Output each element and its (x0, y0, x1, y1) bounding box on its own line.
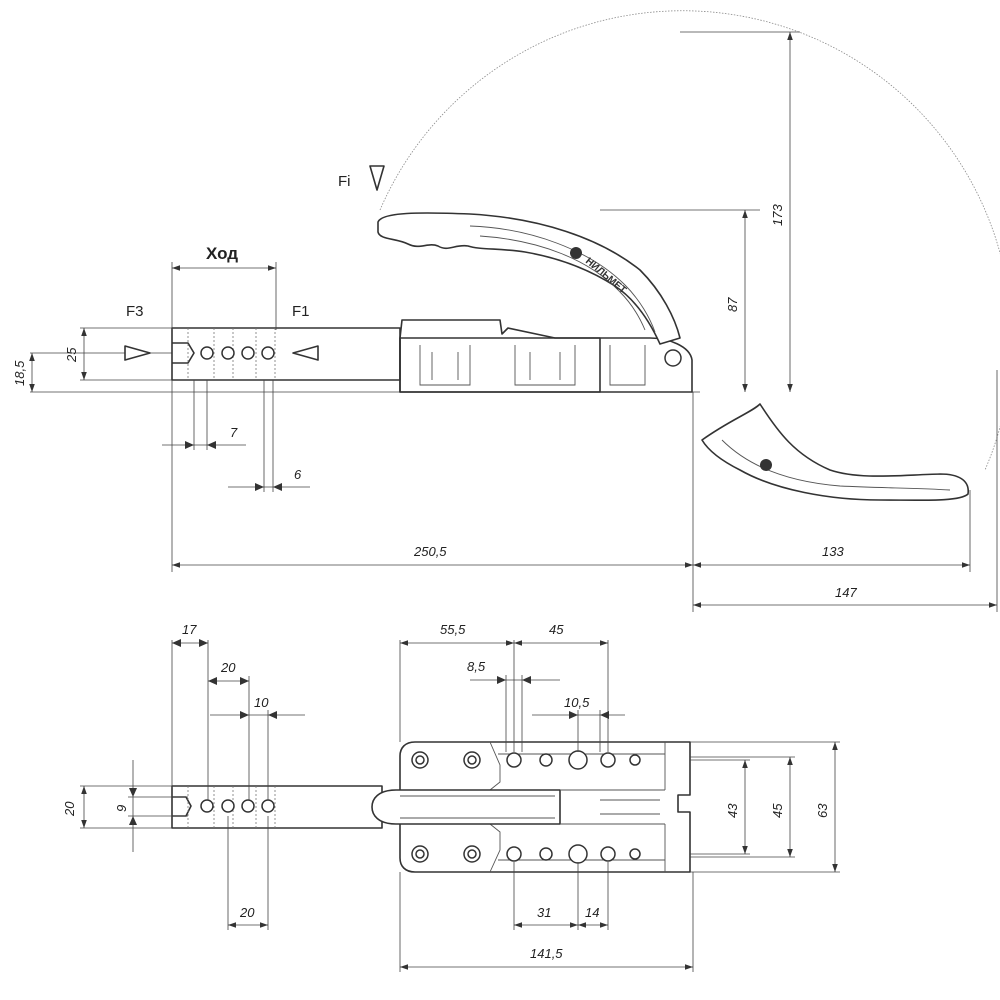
dim-14-text: 14 (585, 905, 599, 920)
clamp-body-top (399, 319, 601, 393)
top-rod-hole (200, 799, 214, 813)
dim-9-text: 9 (114, 805, 129, 812)
brand-logo-icon (570, 247, 582, 259)
mount-hole (506, 752, 522, 768)
dim-17-text: 17 (182, 622, 197, 637)
rod-tip (172, 342, 195, 364)
dim-87-text: 87 (725, 297, 740, 312)
dim-31-text: 31 (537, 905, 551, 920)
handle-swing-arc (379, 10, 1000, 471)
dim-173-text: 173 (770, 204, 785, 226)
force-arrow-f1 (292, 345, 319, 361)
handle-closed (377, 212, 681, 345)
pivot-pin (664, 349, 682, 367)
dim-20-top-text: 20 (220, 660, 236, 675)
dim-63-text: 63 (815, 803, 830, 818)
dim-45-right-text: 45 (770, 803, 785, 818)
mount-hole (539, 753, 553, 767)
rod-hole (221, 346, 235, 360)
label-stroke: Ход (206, 244, 238, 263)
dim-250-5-text: 250,5 (413, 544, 447, 559)
mount-hole (539, 847, 553, 861)
dim-7-text: 7 (230, 425, 238, 440)
base-plate (399, 741, 691, 873)
dim-147-text: 147 (835, 585, 857, 600)
rod-hole (241, 346, 255, 360)
rod-hole (261, 346, 275, 360)
top-view: 17 20 10 20 9 20 55,5 45 (62, 622, 840, 972)
dim-133-text: 133 (822, 544, 844, 559)
mount-hole (506, 846, 522, 862)
top-rod-hole (221, 799, 235, 813)
dim-6-text: 6 (294, 467, 302, 482)
dim-45-top-text: 45 (549, 622, 564, 637)
side-view: F3 F1 Ход НИЛЬМЕТ Fi 25 18,5 (12, 10, 1000, 612)
dim-141-5-text: 141,5 (530, 946, 563, 961)
label-f1: F1 (292, 303, 310, 320)
top-handle (371, 789, 561, 825)
top-rod-hole (261, 799, 275, 813)
mount-hole (629, 754, 641, 766)
dim-55-5-text: 55,5 (440, 622, 466, 637)
force-arrow-f3 (124, 345, 151, 361)
dim-43-text: 43 (725, 803, 740, 818)
dim-8-5-text: 8,5 (467, 659, 486, 674)
label-fi: Fi (338, 173, 351, 190)
rod-hole (200, 346, 214, 360)
force-arrow-fi (369, 165, 385, 191)
clamp-body (399, 337, 693, 393)
dim-20-left-text: 20 (62, 801, 77, 817)
mount-hole (568, 750, 588, 770)
mount-hole (600, 846, 616, 862)
dim-10-5-text: 10,5 (564, 695, 590, 710)
handle-open (701, 403, 969, 502)
dim-10-text: 10 (254, 695, 269, 710)
dim-18-5-text: 18,5 (12, 360, 27, 386)
mount-hole (629, 848, 641, 860)
mount-hole (600, 752, 616, 768)
dim-25-text: 25 (64, 347, 79, 363)
label-f3: F3 (126, 303, 144, 320)
top-rod-hole (241, 799, 255, 813)
mount-hole (568, 844, 588, 864)
brand-logo-icon-open (760, 459, 772, 471)
dim-20-bottom-text: 20 (239, 905, 255, 920)
